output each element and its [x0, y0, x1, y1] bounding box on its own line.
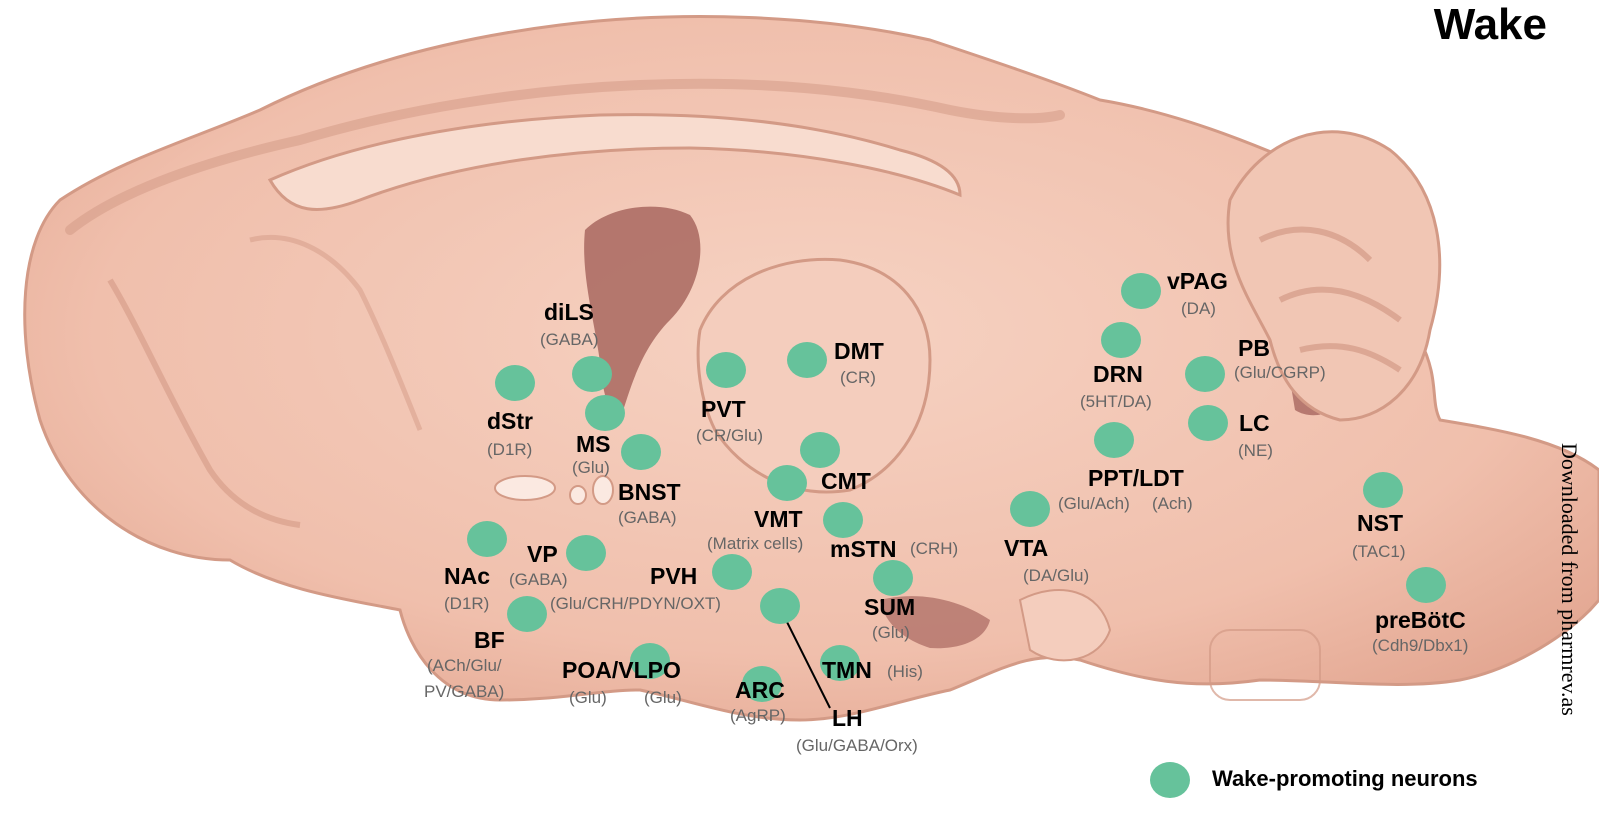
region-nt-sum: (Glu) [872, 623, 910, 643]
neuron-dot-pvt [706, 352, 746, 388]
neuron-dot-drn [1101, 322, 1141, 358]
region-nt-vp: (GABA) [509, 570, 568, 590]
region-nt-bf-line1: (ACh/Glu/ [427, 656, 502, 676]
region-label-cmt: CMT [821, 468, 871, 495]
download-watermark: Downloaded from pharmrev.as [1556, 443, 1582, 716]
legend-swatch [1148, 760, 1192, 800]
neuron-dot-vta [1010, 491, 1050, 527]
region-label-tmn: TMN [822, 657, 872, 684]
region-nt-vpag: (DA) [1181, 299, 1216, 319]
neuron-dot-pb [1185, 356, 1225, 392]
region-label-arc: ARC [735, 677, 785, 704]
neuron-dot-lc [1188, 405, 1228, 441]
region-nt-ms: (Glu) [572, 458, 610, 478]
region-nt-arc: (AgRP) [730, 706, 786, 726]
region-nt-nac: (D1R) [444, 594, 489, 614]
neuron-dot-pvh [712, 554, 752, 590]
neuron-dot-cmt [767, 465, 807, 501]
legend-label: Wake-promoting neurons [1212, 766, 1478, 792]
region-label-sum: SUM [864, 594, 915, 621]
neuron-dot-vp [566, 535, 606, 571]
neuron-dot-ms [621, 434, 661, 470]
neuron-dot-dils [585, 395, 625, 431]
region-nt-dstr: (D1R) [487, 440, 532, 460]
region-label-nac: NAc [444, 563, 490, 590]
region-label-dstr: dStr [487, 408, 533, 435]
region-label-bnst: BNST [618, 479, 681, 506]
neuron-dot-dstr [495, 365, 535, 401]
neuron-dot-nst [1363, 472, 1403, 508]
region-label-mstn: mSTN [830, 536, 896, 563]
region-label-nst: NST [1357, 510, 1403, 537]
region-label-pb: PB [1238, 335, 1270, 362]
region-nt-nst: (TAC1) [1352, 542, 1406, 562]
region-nt-ldt: (Ach) [1152, 494, 1193, 514]
region-label-vp: VP [527, 541, 558, 568]
region-nt-vlpo: (Glu) [644, 688, 682, 708]
neuron-dot-prebotc [1406, 567, 1446, 603]
region-nt-drn: (5HT/DA) [1080, 392, 1152, 412]
neuron-dot-pptldt [1094, 422, 1134, 458]
region-label-drn: DRN [1093, 361, 1143, 388]
region-label-poa-vlpo: POA/VLPO [562, 657, 681, 684]
region-label-prebotc: preBötC [1375, 607, 1466, 634]
region-nt-mstn: (CRH) [910, 539, 958, 559]
legend-dot-icon [1150, 762, 1190, 798]
region-label-dmt: DMT [834, 338, 884, 365]
neuron-dot-dils [572, 356, 612, 392]
region-nt-ppt: (Glu/Ach) [1058, 494, 1130, 514]
region-nt-dmt: (CR) [840, 368, 876, 388]
region-nt-pb: (Glu/CGRP) [1234, 363, 1326, 383]
region-nt-bf-line2: PV/GABA) [424, 682, 504, 702]
neuron-dot-pvh [760, 588, 800, 624]
region-label-bf: BF [474, 627, 505, 654]
region-label-lc: LC [1239, 410, 1270, 437]
region-label-vmt: VMT [754, 506, 803, 533]
region-nt-lh: (Glu/GABA/Orx) [796, 736, 918, 756]
region-nt-vmt: (Matrix cells) [707, 534, 803, 554]
region-nt-pvt: (CR/Glu) [696, 426, 763, 446]
region-nt-poa: (Glu) [569, 688, 607, 708]
region-label-pvt: PVT [701, 396, 746, 423]
region-label-lh: LH [832, 705, 863, 732]
neuron-dot-cmt [800, 432, 840, 468]
figure-title: Wake [1434, 0, 1547, 50]
region-nt-vta: (DA/Glu) [1023, 566, 1089, 586]
neuron-dot-bf [507, 596, 547, 632]
region-nt-dils: (GABA) [540, 330, 599, 350]
region-label-vta: VTA [1004, 535, 1048, 562]
region-label-dils: diLS [544, 299, 594, 326]
region-nt-prebotc: (Cdh9/Dbx1) [1372, 636, 1468, 656]
neuron-dot-vpag [1121, 273, 1161, 309]
region-label-vpag: vPAG [1167, 268, 1228, 295]
region-nt-tmn: (His) [887, 662, 923, 682]
region-nt-lc: (NE) [1238, 441, 1273, 461]
region-nt-pvh: (Glu/CRH/PDYN/OXT) [550, 594, 721, 614]
region-label-ms: MS [576, 431, 611, 458]
region-nt-bnst: (GABA) [618, 508, 677, 528]
neuron-dot-dmt [787, 342, 827, 378]
region-label-ppt-ldt: PPT/LDT [1088, 465, 1184, 492]
neuron-dot-nac [467, 521, 507, 557]
neuron-dot-vmt [823, 502, 863, 538]
region-label-pvh: PVH [650, 563, 697, 590]
neuron-dot-sum [873, 560, 913, 596]
